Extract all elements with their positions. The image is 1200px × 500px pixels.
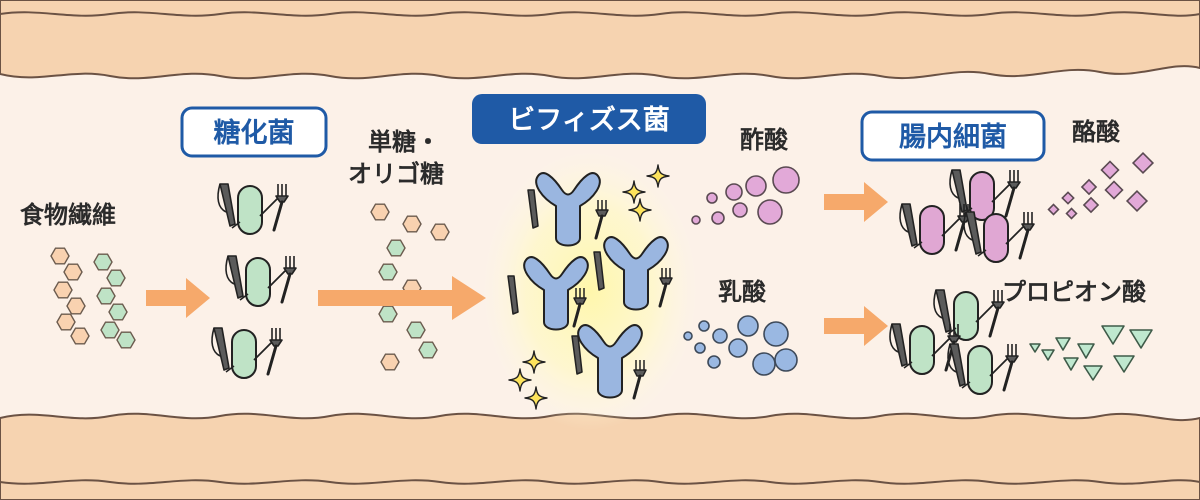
bifidobacteria-title-box: ビフィズス菌 (472, 94, 706, 144)
acetic-acid-dots (691, 166, 800, 225)
butyric-acid-diamonds (1047, 151, 1155, 220)
propionic-acid-triangles (1029, 325, 1153, 381)
butyric-acid-label: 酪酸 (1072, 118, 1121, 146)
bifidobacteria-label: ビフィズス菌 (508, 104, 669, 136)
saccharolytic-label: 糖化菌 (214, 117, 295, 149)
arrow-saccharolytic-to-bifido-icon (318, 276, 486, 320)
intestinal-wall-top (0, 0, 1200, 80)
lactic-acid-dots (683, 315, 798, 376)
gut-bacteria-title-box: 腸内細菌 (860, 110, 1046, 162)
lactic-acid-label: 乳酸 (718, 278, 767, 306)
acetic-acid-label: 酢酸 (740, 126, 789, 154)
sugar-label-line2: オリゴ糖 (348, 160, 444, 188)
fiber-label: 食物繊維 (20, 201, 116, 229)
saccharolytic-title-box: 糖化菌 (180, 106, 328, 158)
gut-bacteria-label: 腸内細菌 (899, 122, 1007, 153)
propionic-acid-label: プロピオン酸 (1002, 278, 1147, 306)
intestinal-wall-bottom-inner (0, 479, 1200, 485)
sugar-label-line1: 単糖・ (368, 128, 440, 156)
intestinal-wall-top-inner (0, 11, 1200, 17)
